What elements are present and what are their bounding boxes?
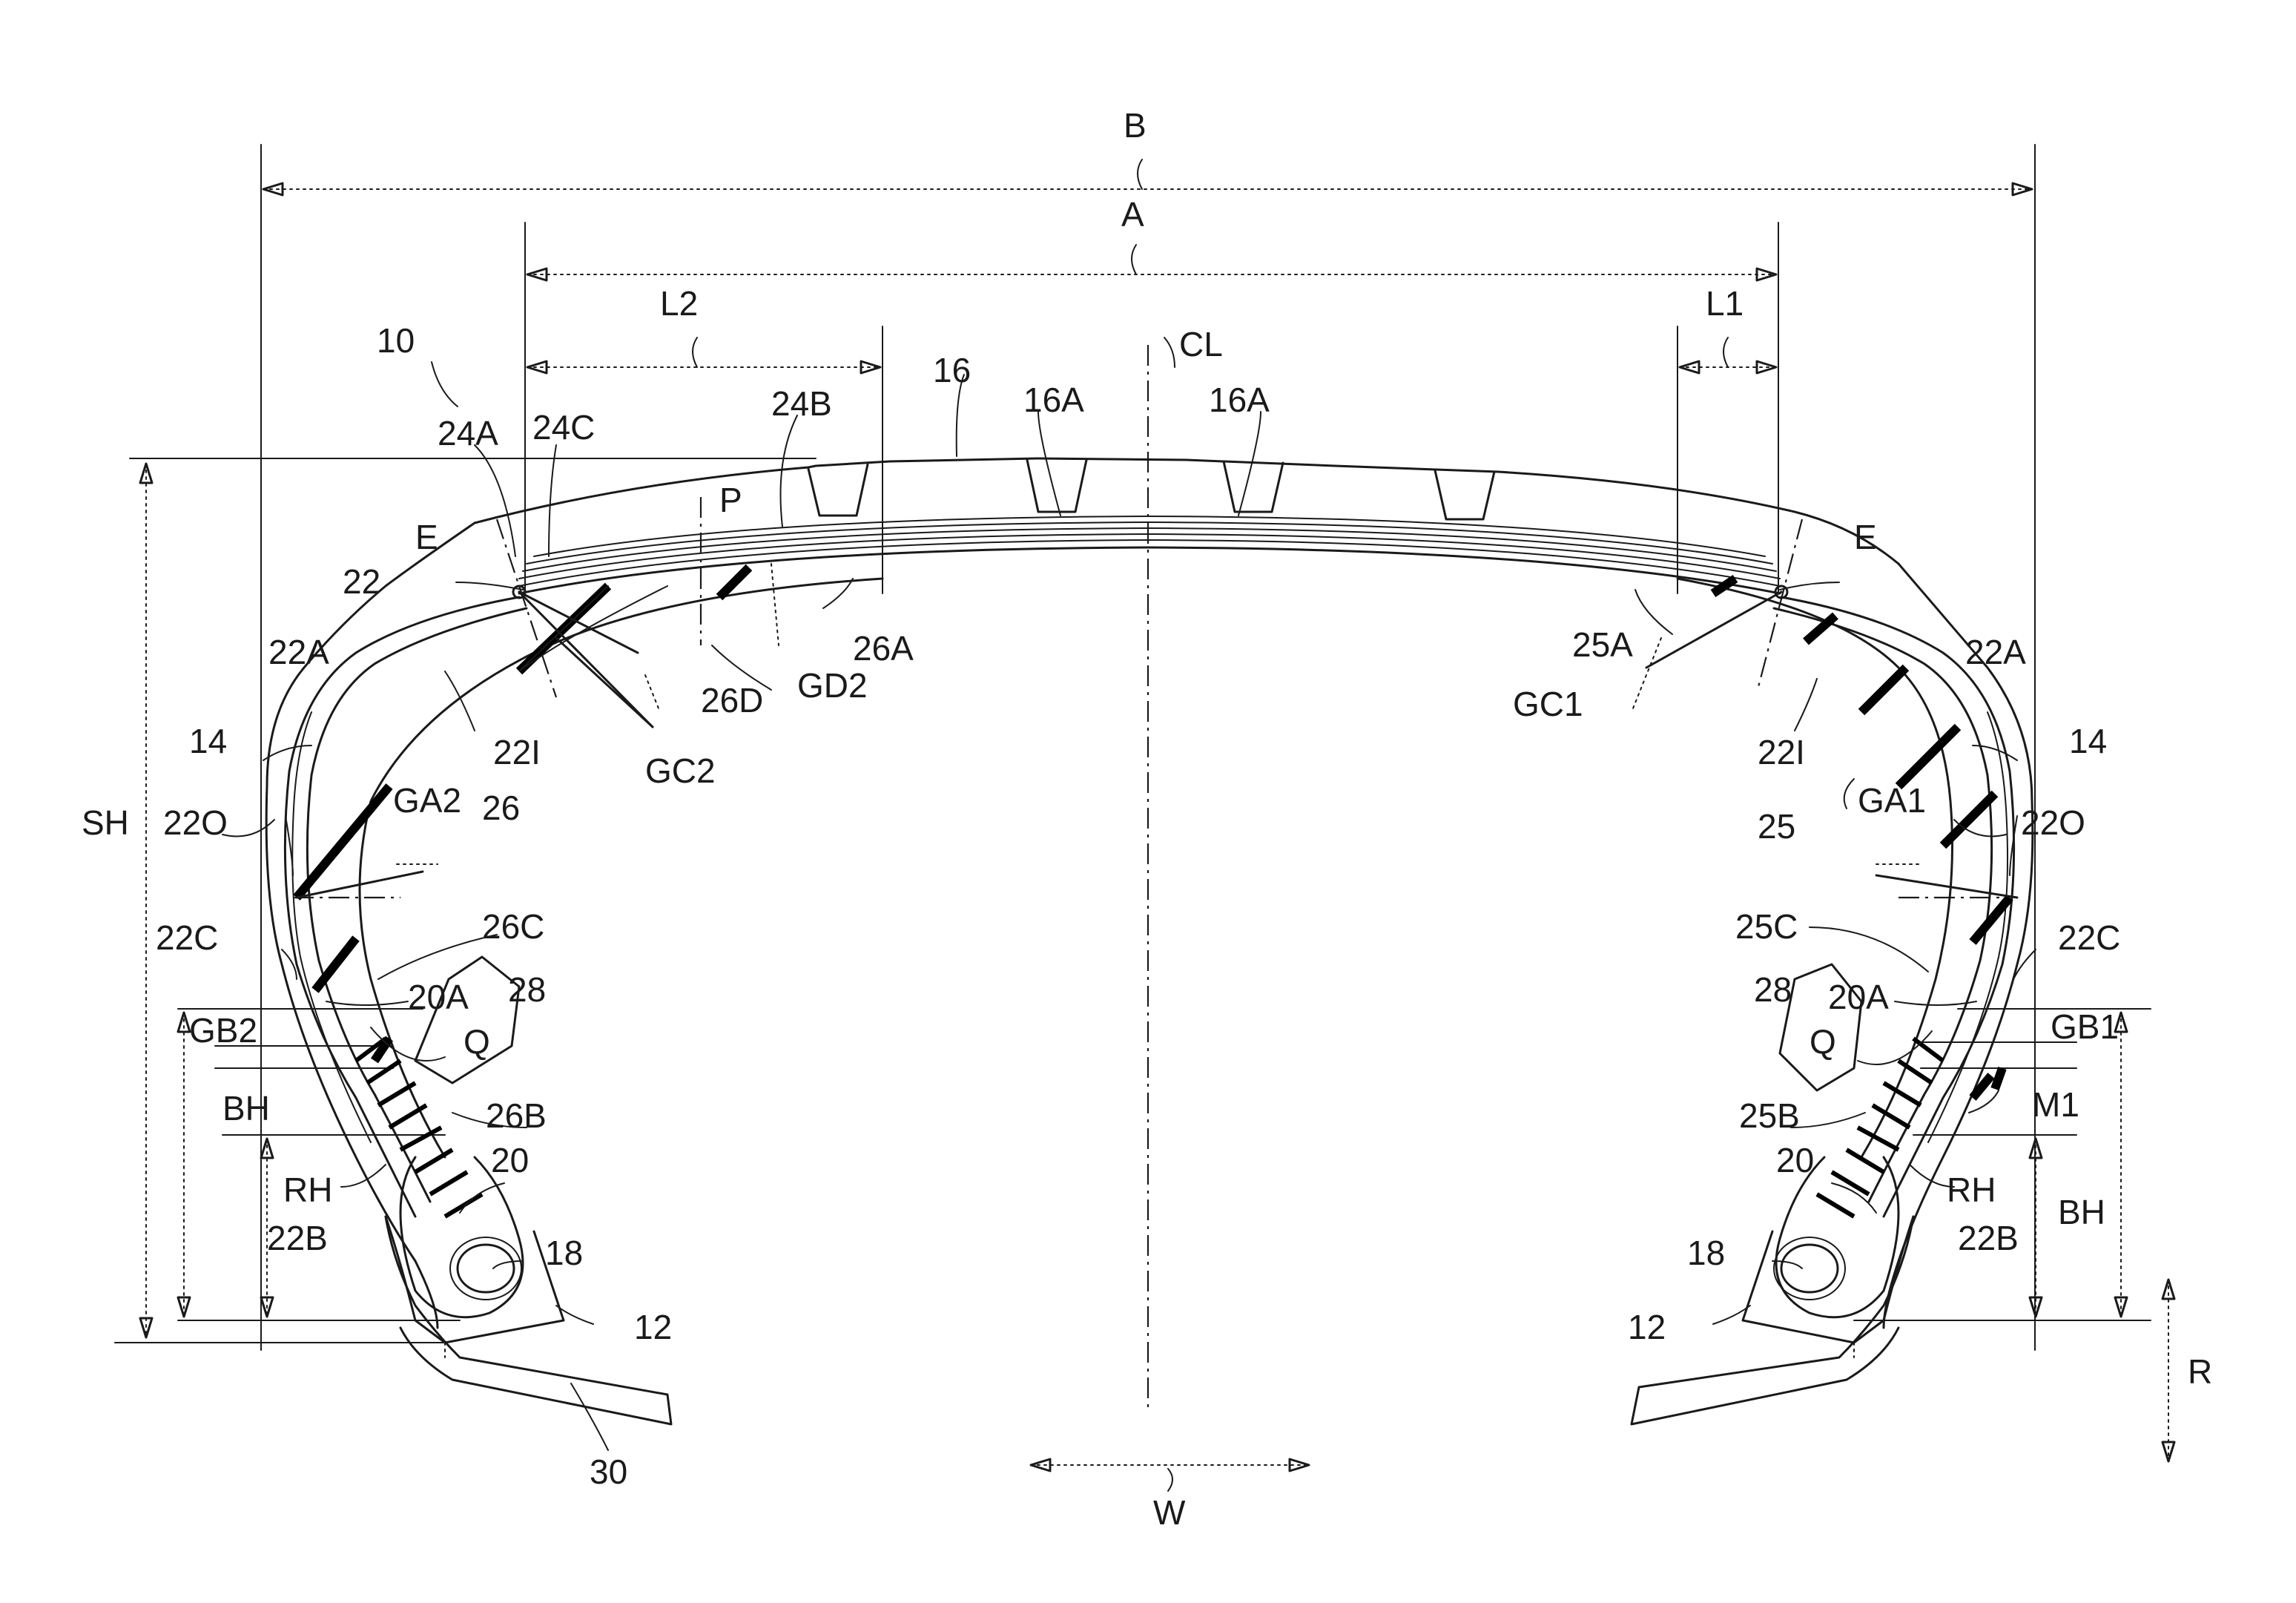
label-24A: 24A: [438, 414, 498, 452]
label-16A-2: 16A: [1209, 381, 1270, 419]
label-14-left: 14: [189, 722, 227, 760]
label-GA1: GA1: [1858, 781, 1926, 820]
label-20A-left: 20A: [408, 978, 469, 1016]
label-28-left: 28: [508, 970, 546, 1009]
label-25C: 25C: [1735, 907, 1798, 946]
label-22-left: 22: [343, 562, 380, 601]
bead-right: [1743, 1039, 1943, 1343]
label-W: W: [1153, 1493, 1186, 1532]
label-GB2: GB2: [189, 1011, 257, 1050]
label-E-right: E: [1854, 518, 1877, 556]
label-Q-right: Q: [1810, 1022, 1836, 1061]
reference-labels: B A L2 L1 CL 10 16 16A 16A 24A 24C 24B P…: [82, 106, 2212, 1532]
label-18-right: 18: [1687, 1234, 1725, 1272]
label-24C: 24C: [532, 408, 595, 447]
bead-left: [356, 1039, 564, 1343]
label-L2: L2: [660, 284, 698, 323]
label-B: B: [1124, 106, 1147, 145]
label-GC2: GC2: [645, 751, 716, 790]
label-28-right: 28: [1754, 970, 1792, 1009]
label-BH-left: BH: [222, 1089, 270, 1128]
label-12-left: 12: [634, 1308, 672, 1346]
label-22C-right: 22C: [2058, 918, 2120, 957]
label-16: 16: [933, 351, 971, 389]
label-A: A: [1121, 195, 1144, 234]
label-RH-left: RH: [283, 1171, 332, 1209]
label-GC1: GC1: [1513, 685, 1583, 723]
label-22A-right: 22A: [1965, 633, 2026, 671]
rim: [386, 1217, 1913, 1424]
label-CL: CL: [1179, 325, 1223, 363]
tire-outer-profile: [266, 458, 2033, 1328]
label-25: 25: [1758, 807, 1795, 846]
label-14-right: 14: [2069, 722, 2107, 760]
label-L1: L1: [1706, 284, 1744, 323]
label-P: P: [719, 481, 742, 519]
label-12-right: 12: [1628, 1308, 1666, 1346]
label-22C-left: 22C: [156, 918, 218, 957]
label-24B: 24B: [771, 384, 832, 423]
label-16A-1: 16A: [1023, 381, 1084, 419]
label-GD2: GD2: [797, 666, 868, 705]
label-20A-right: 20A: [1828, 978, 1889, 1016]
label-22O-right: 22O: [2021, 803, 2085, 842]
label-26A: 26A: [853, 629, 914, 668]
label-26B: 26B: [486, 1096, 547, 1135]
belt-layers: [513, 516, 1787, 598]
label-M1: M1: [2032, 1085, 2079, 1124]
label-RH-right: RH: [1947, 1171, 1996, 1209]
label-20-right: 20: [1776, 1141, 1814, 1179]
label-GB1: GB1: [2051, 1007, 2119, 1046]
label-25B: 25B: [1739, 1096, 1800, 1135]
label-10: 10: [377, 321, 415, 360]
label-GA2: GA2: [393, 781, 461, 820]
label-20-left: 20: [491, 1141, 529, 1179]
label-BH-right: BH: [2058, 1193, 2105, 1231]
label-R: R: [2188, 1352, 2212, 1391]
label-SH: SH: [82, 803, 129, 842]
label-22A-left: 22A: [268, 633, 329, 671]
label-18-left: 18: [545, 1234, 583, 1272]
label-E-left: E: [415, 518, 438, 556]
label-22I-left: 22I: [493, 733, 541, 771]
label-26C: 26C: [482, 907, 544, 946]
label-25A: 25A: [1572, 625, 1633, 664]
label-22B-right: 22B: [1958, 1219, 2019, 1257]
label-22B-left: 22B: [267, 1219, 328, 1257]
label-22I-right: 22I: [1758, 733, 1805, 771]
label-30: 30: [590, 1452, 627, 1491]
label-26D: 26D: [701, 681, 763, 720]
label-26: 26: [482, 789, 520, 827]
label-Q-left: Q: [464, 1022, 490, 1061]
label-22O-left: 22O: [163, 803, 228, 842]
